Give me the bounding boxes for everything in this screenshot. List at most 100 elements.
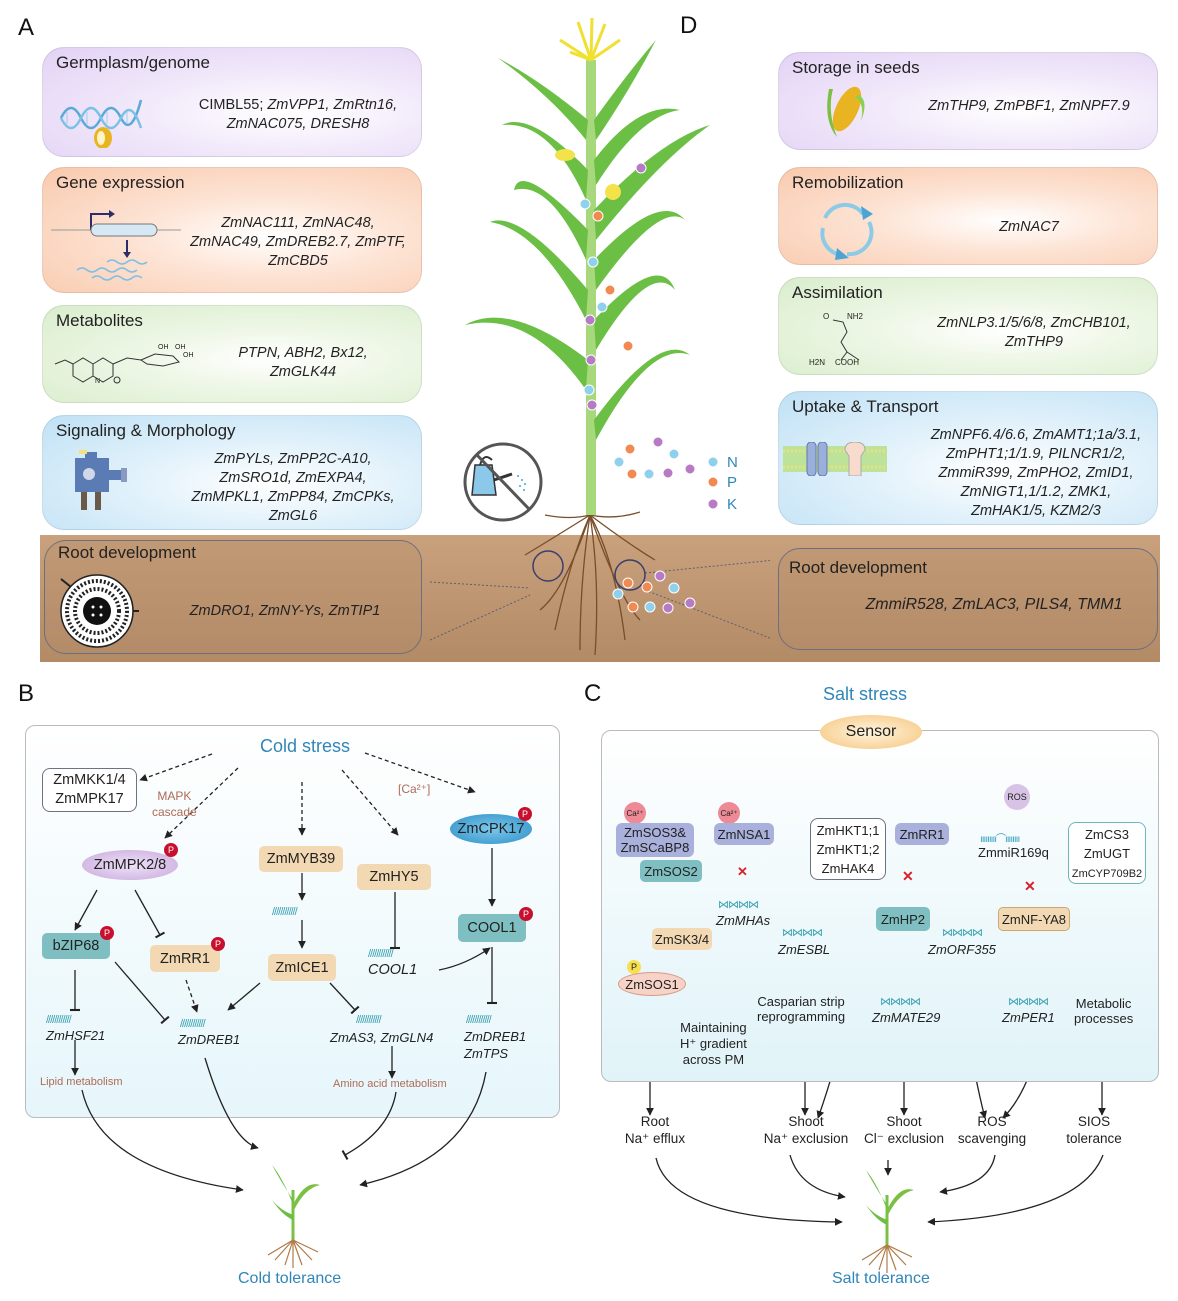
phospho-badge: P bbox=[164, 843, 178, 857]
legend-label-k: K bbox=[727, 496, 738, 513]
gene-label: ZmDREB1 bbox=[464, 1029, 527, 1044]
salt-stress-label: Salt stress bbox=[823, 684, 908, 704]
panel-label-a: A bbox=[18, 14, 35, 41]
dna-strand-icon: ⋈⋈⋈⋈ bbox=[782, 927, 823, 939]
struct-label: COOH bbox=[835, 358, 859, 367]
card-signaling-morphology: Signaling & Morphology ZmPYLs, ZmPP2C-A1… bbox=[42, 415, 422, 530]
gene-cool1: COOL1 bbox=[368, 962, 418, 978]
cold-tolerance-label: Cold tolerance bbox=[238, 1270, 342, 1287]
gene-zmdreb1: ZmDREB1 bbox=[178, 1032, 241, 1047]
gene-list: ZmNPF6.4/6.6, ZmAMT1;1a/3.1, bbox=[930, 427, 1142, 443]
card-root-development-right: Root development ZmmiR528, ZmLAC3, PILS4… bbox=[778, 548, 1158, 650]
card-title: Signaling & Morphology bbox=[56, 421, 236, 440]
struct-label: OH bbox=[183, 352, 194, 359]
legend-dot-n bbox=[707, 456, 719, 468]
node-zmrr1-salt: ZmRR1 bbox=[895, 823, 949, 845]
node-bzip68: bZIP68 bbox=[42, 933, 110, 959]
gene-list: ZmDRO1, ZmNY-Ys, ZmTIP1 bbox=[189, 603, 381, 619]
amino-acid-metabolism-label: Amino acid metabolism bbox=[333, 1078, 447, 1090]
nutrient-dots bbox=[579, 162, 696, 480]
gene-zmmate29: ZmMATE29 bbox=[872, 1010, 941, 1025]
gene-label: ZmTPS bbox=[464, 1046, 509, 1061]
phospho-badge-yellow: P bbox=[627, 960, 641, 974]
card-uptake-transport: Uptake & Transport ZmNPF6.4/6.6, ZmAMT1;… bbox=[778, 391, 1158, 525]
tassel bbox=[559, 17, 621, 62]
gene-zmmhas: ZmMHAs bbox=[716, 913, 771, 928]
phospho-badge: P bbox=[211, 937, 225, 951]
node-label: ZmCS3 bbox=[1084, 827, 1130, 842]
gene-list: ZmGLK44 bbox=[269, 364, 337, 380]
outcome-ros-scavenging: ROS scavenging bbox=[952, 1113, 1032, 1147]
struct-label: NH2 bbox=[847, 312, 864, 321]
gene-list: CIMBL55; bbox=[198, 97, 268, 113]
blocked-x-icon: ✕ bbox=[737, 864, 748, 879]
node-label: ZmUGT bbox=[1083, 846, 1131, 861]
root-zoom-circle bbox=[532, 550, 564, 582]
card-title: Root development bbox=[58, 543, 196, 562]
card-title: Root development bbox=[789, 558, 927, 577]
signaling-machine-icon bbox=[75, 450, 127, 510]
dna-strand-icon: //////////// bbox=[272, 906, 298, 918]
maintaining-h-gradient-label: Maintaining H⁺ gradient across PM bbox=[680, 1020, 747, 1068]
blocked-x-icon: ✕ bbox=[902, 868, 914, 884]
lipid-metabolism-label: Lipid metabolism bbox=[40, 1076, 123, 1088]
legend-label-n: N bbox=[727, 454, 738, 471]
recycle-arrows-icon bbox=[820, 202, 874, 260]
card-title: Metabolites bbox=[56, 311, 143, 330]
gene-list: ZmCBD5 bbox=[268, 253, 328, 269]
dna-strand-icon: //////////// bbox=[356, 1014, 382, 1026]
casparian-strip-label: Casparian strip reprogramming bbox=[757, 994, 845, 1024]
outcome-line: Na⁺ exclusion bbox=[763, 1131, 849, 1146]
node-zmhy5: ZmHY5 bbox=[357, 864, 431, 890]
card-metabolites: Metabolites OH OH OH N PTPN, ABH2, Bx12,… bbox=[42, 305, 422, 403]
node-label: ZmSOS3& bbox=[623, 825, 687, 840]
leaves bbox=[465, 40, 710, 440]
phospho-badge: P bbox=[518, 807, 532, 821]
label-text: Metabolic bbox=[1075, 996, 1132, 1011]
gene-list: ZmHAK1/5, KZM2/3 bbox=[971, 503, 1101, 519]
calcium-label: [Ca²⁺] bbox=[398, 782, 431, 796]
gene-list: ZmNLP3.1/5/6/8, ZmCHB101, bbox=[937, 315, 1131, 331]
calcium-ion-icon: Ca²⁺ bbox=[718, 802, 740, 824]
card-title: Gene expression bbox=[56, 173, 185, 192]
panel-label-c: C bbox=[584, 680, 602, 707]
outcome-line: SIOS bbox=[1077, 1114, 1111, 1129]
outcome-shoot-na-exclusion: Shoot Na⁺ exclusion bbox=[758, 1113, 854, 1147]
node-zmsos2: ZmSOS2 bbox=[640, 860, 702, 882]
node-label: ZmHKT1;1 bbox=[816, 823, 880, 838]
node-ros: ROS bbox=[1004, 784, 1030, 810]
label-text: processes bbox=[1074, 1011, 1134, 1026]
phospho-badge: P bbox=[100, 926, 114, 940]
label-text: across PM bbox=[682, 1052, 745, 1067]
transcription-icon bbox=[51, 210, 181, 281]
gene-list: ZmmiR399, ZmPHO2, ZmID1, bbox=[938, 465, 1134, 481]
outcome-line: Root bbox=[640, 1114, 670, 1129]
label-text: H⁺ gradient bbox=[680, 1036, 747, 1051]
outcome-sios-tolerance: SIOS tolerance bbox=[1058, 1113, 1130, 1147]
card-germplasm-genome: Germplasm/genome CIMBL55; ZmVPP1, ZmRtn1… bbox=[42, 47, 422, 157]
salt-stress-pathway-box bbox=[601, 730, 1159, 1082]
card-title: Remobilization bbox=[792, 173, 904, 192]
struct-label: OH bbox=[158, 344, 169, 351]
gene-zmorf355: ZmORF355 bbox=[928, 942, 996, 957]
node-label: ZmMKK1/4 bbox=[53, 772, 126, 788]
card-remobilization: Remobilization ZmNAC7 bbox=[778, 167, 1158, 265]
node-zmmpk2-8: ZmMPK2/8 bbox=[82, 850, 178, 880]
node-label: ZmSCaBP8 bbox=[620, 840, 690, 855]
node-zmcpk17: ZmCPK17 bbox=[450, 814, 532, 844]
node-label: ZmHAK4 bbox=[821, 861, 875, 876]
label-text: cascade bbox=[152, 805, 197, 819]
maize-plant-illustration bbox=[430, 17, 770, 656]
gene-list: ZmTHP9, ZmPBF1, ZmNPF7.9 bbox=[928, 98, 1130, 114]
node-zmhkt-zmhak4: ZmHKT1;1 ZmHKT1;2 ZmHAK4 bbox=[810, 818, 886, 880]
dna-strand-icon: ⋈⋈⋈⋈ bbox=[718, 899, 759, 911]
outcome-line: Cl⁻ exclusion bbox=[864, 1131, 944, 1146]
node-zmmyb39: ZmMYB39 bbox=[259, 846, 343, 872]
cold-stress-label: Cold stress bbox=[260, 736, 351, 756]
outcome-line: Shoot bbox=[886, 1114, 922, 1129]
gene-list: ZmGL6 bbox=[268, 508, 318, 524]
outcome-line: tolerance bbox=[1066, 1131, 1122, 1146]
node-sensor: Sensor bbox=[820, 715, 922, 749]
gene-list: ZmSRO1d, ZmEXPA4, bbox=[219, 470, 367, 486]
